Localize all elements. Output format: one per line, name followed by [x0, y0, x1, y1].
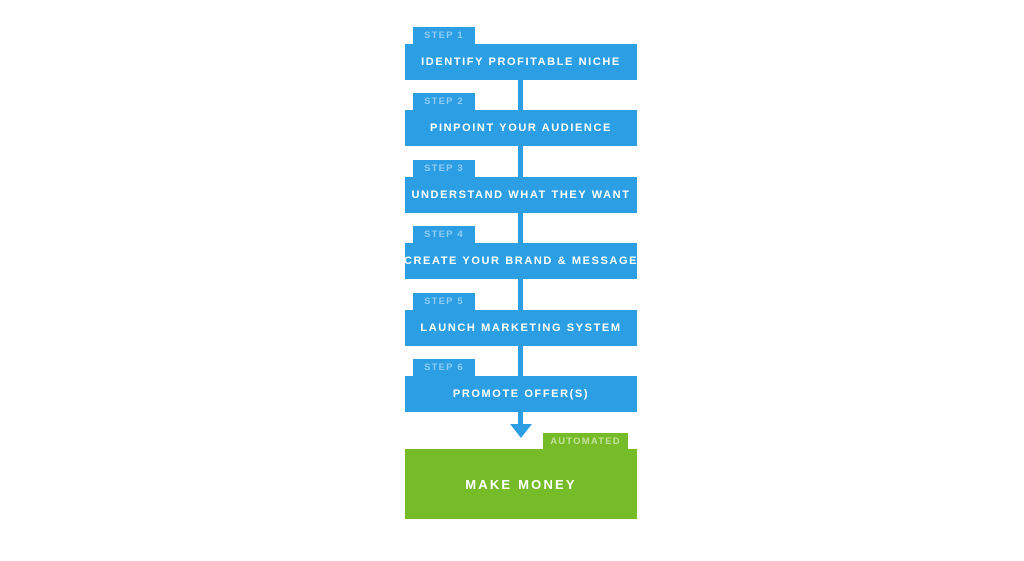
make-money-bar: MAKE MONEY — [405, 449, 637, 519]
step-2: STEP 2 PINPOINT YOUR AUDIENCE — [405, 93, 637, 146]
step-5-tab: STEP 5 — [413, 293, 475, 310]
step-2-bar: PINPOINT YOUR AUDIENCE — [405, 110, 637, 146]
result-make-money: AUTOMATED MAKE MONEY — [405, 433, 637, 519]
step-2-tab-label: STEP 2 — [424, 96, 464, 107]
step-5-bar: LAUNCH MARKETING SYSTEM — [405, 310, 637, 346]
step-4: STEP 4 CREATE YOUR BRAND & MESSAGE — [403, 226, 639, 279]
connector-line — [518, 47, 523, 433]
arrow-down-icon — [510, 424, 532, 438]
step-4-tab-label: STEP 4 — [424, 229, 464, 240]
step-1: STEP 1 IDENTIFY PROFITABLE NICHE — [405, 27, 637, 80]
step-4-label: CREATE YOUR BRAND & MESSAGE — [403, 255, 639, 267]
step-4-bar: CREATE YOUR BRAND & MESSAGE — [403, 243, 639, 279]
step-1-tab: STEP 1 — [413, 27, 475, 44]
make-money-label: MAKE MONEY — [465, 476, 577, 492]
step-3-label: UNDERSTAND WHAT THEY WANT — [411, 189, 631, 201]
automated-tab-label: AUTOMATED — [550, 435, 621, 447]
step-3-tab: STEP 3 — [413, 160, 475, 177]
funnel-diagram: STEP 1 IDENTIFY PROFITABLE NICHE STEP 2 … — [403, 27, 639, 539]
step-6-tab-label: STEP 6 — [424, 362, 464, 373]
step-1-tab-label: STEP 1 — [424, 30, 464, 41]
step-2-tab: STEP 2 — [413, 93, 475, 110]
step-6: STEP 6 PROMOTE OFFER(S) — [405, 359, 637, 412]
step-3-tab-label: STEP 3 — [424, 163, 464, 174]
step-5-label: LAUNCH MARKETING SYSTEM — [420, 322, 622, 334]
step-6-tab: STEP 6 — [413, 359, 475, 376]
step-4-tab: STEP 4 — [413, 226, 475, 243]
step-3: STEP 3 UNDERSTAND WHAT THEY WANT — [405, 160, 637, 213]
automated-tab: AUTOMATED — [543, 433, 628, 449]
step-6-bar: PROMOTE OFFER(S) — [405, 376, 637, 412]
step-5-tab-label: STEP 5 — [424, 296, 464, 307]
step-6-label: PROMOTE OFFER(S) — [452, 388, 590, 400]
step-5: STEP 5 LAUNCH MARKETING SYSTEM — [405, 293, 637, 346]
step-3-bar: UNDERSTAND WHAT THEY WANT — [405, 177, 637, 213]
step-1-bar: IDENTIFY PROFITABLE NICHE — [405, 44, 637, 80]
step-1-label: IDENTIFY PROFITABLE NICHE — [421, 56, 621, 68]
step-2-label: PINPOINT YOUR AUDIENCE — [430, 122, 612, 134]
